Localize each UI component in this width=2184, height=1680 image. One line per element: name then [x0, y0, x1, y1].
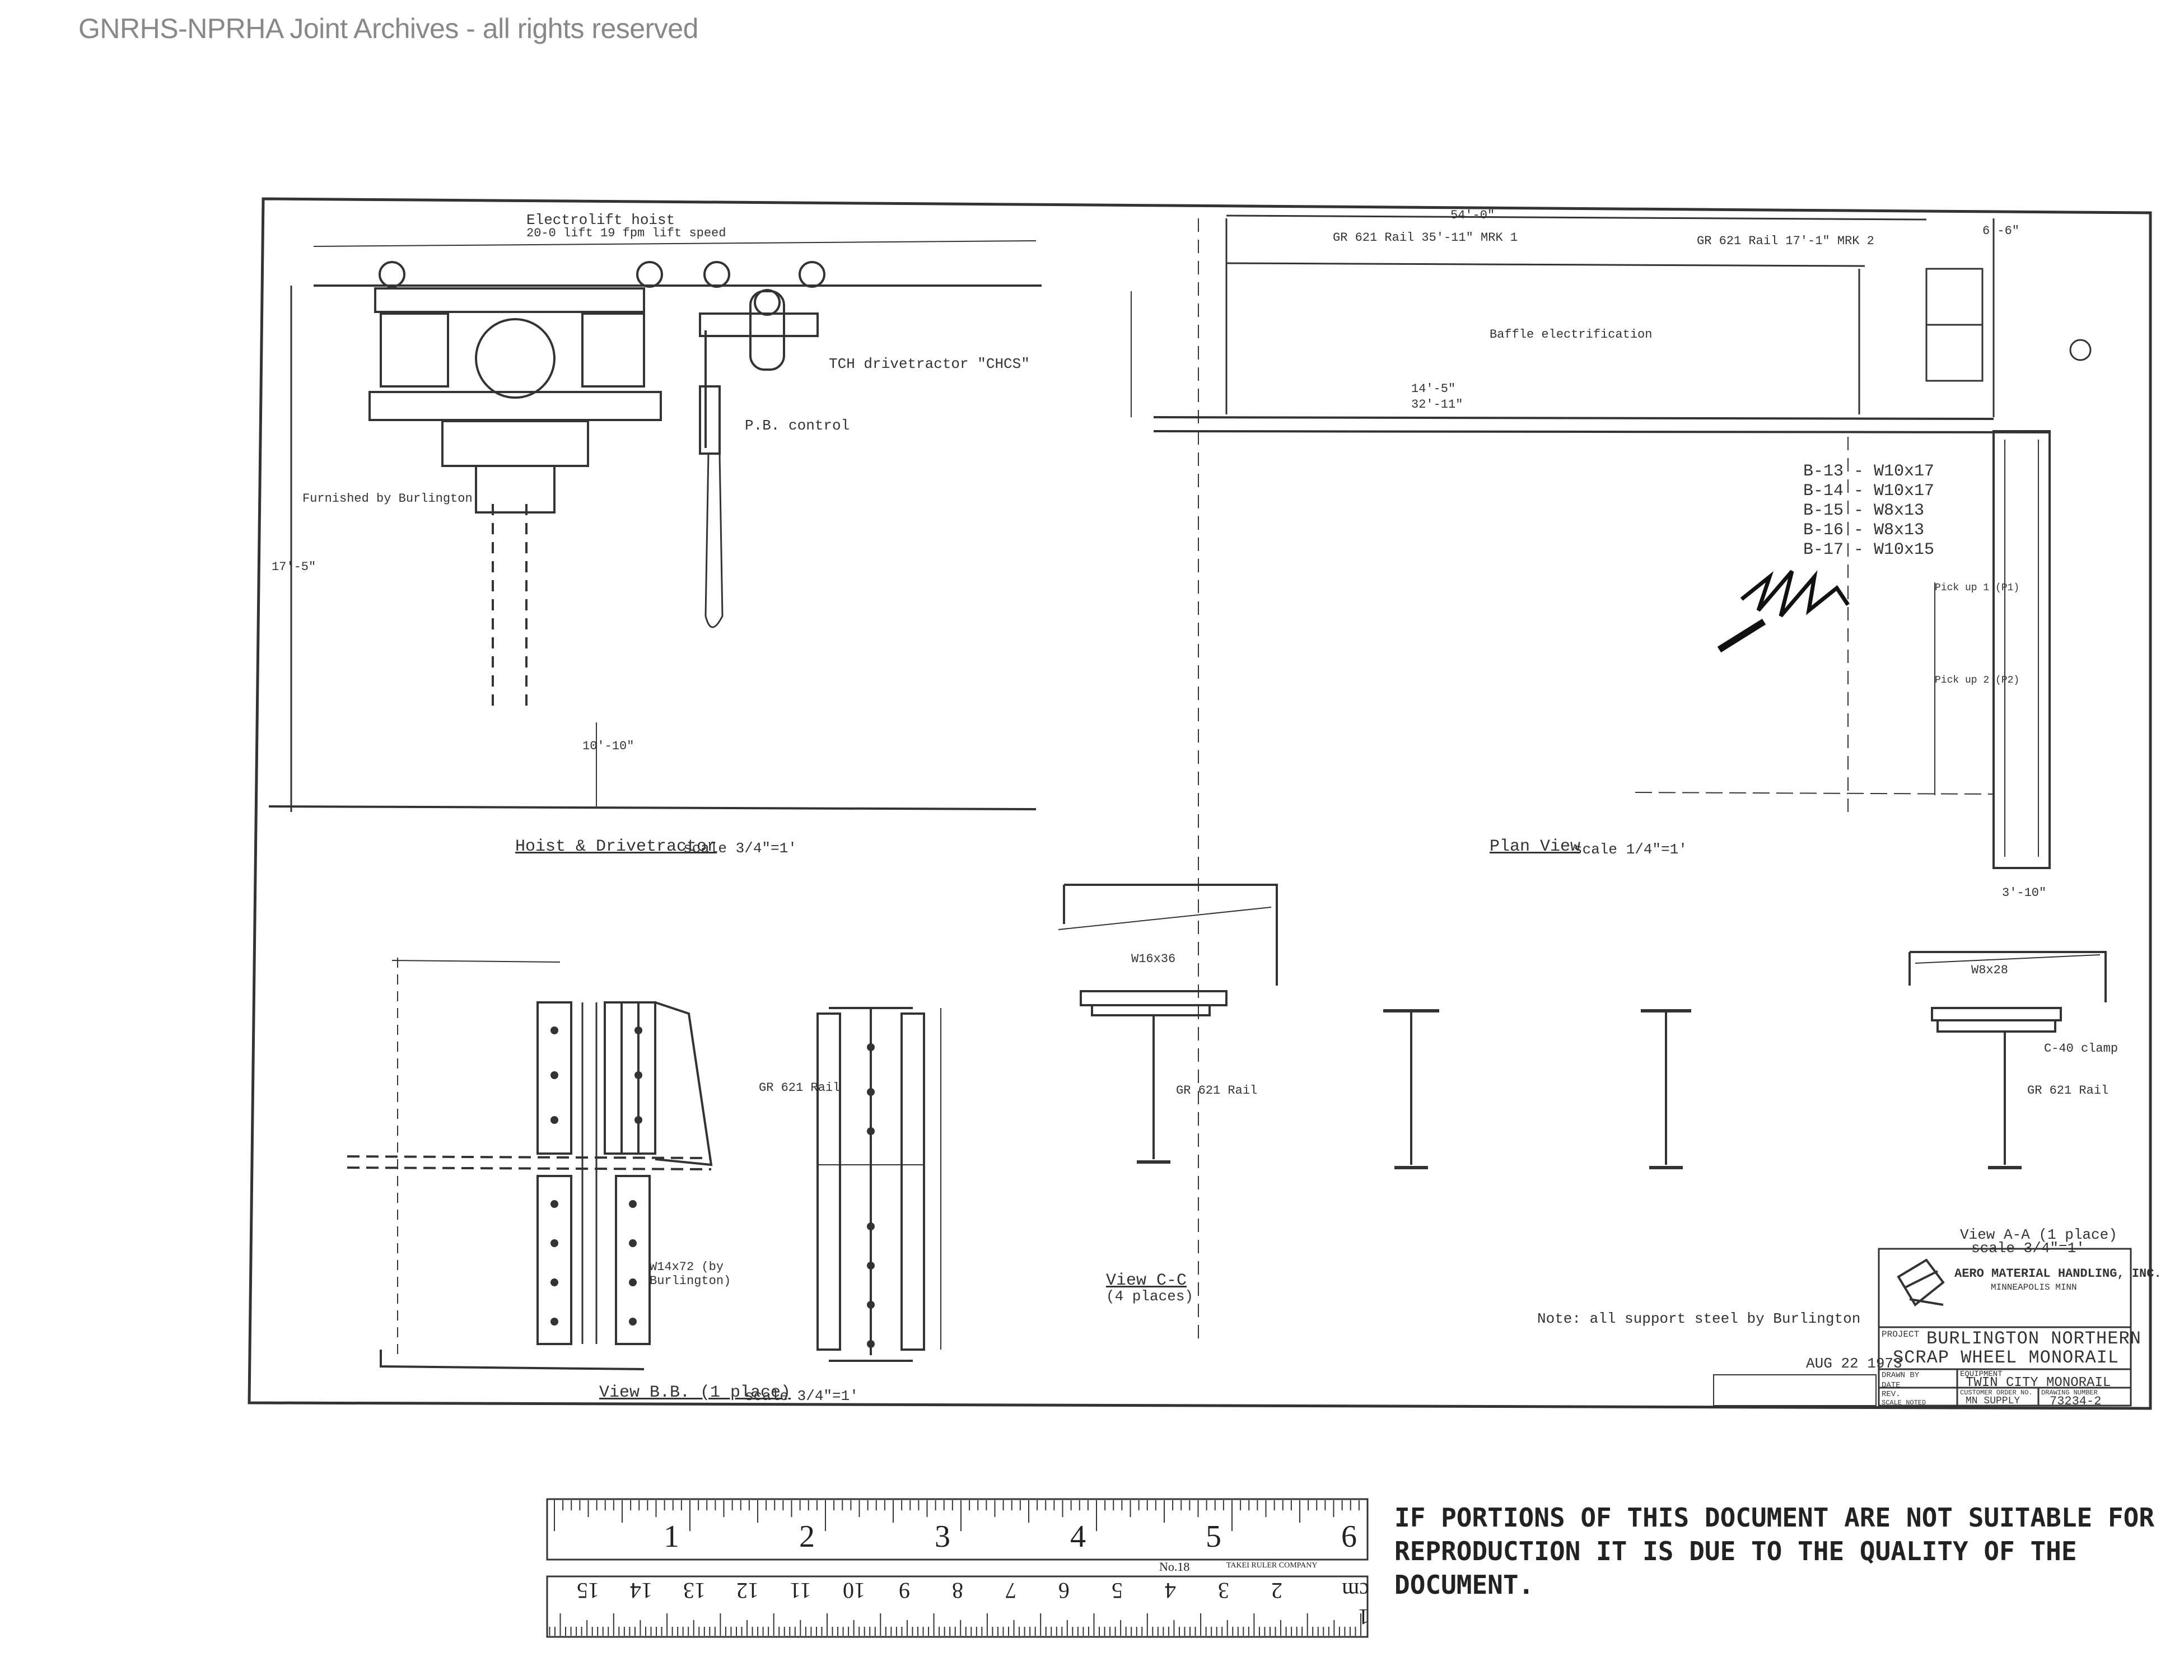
hoist-annotation: Electrolift hoist — [526, 212, 675, 228]
aa-beam-label: W8x28 — [1971, 963, 2009, 977]
title-block-project-1: BURLINGTON NORTHERN — [1926, 1328, 2141, 1349]
view-aa — [1908, 951, 2107, 1169]
beam-schedule-2: B-14 - W10x17 — [1803, 482, 1935, 501]
ruler-cm-6: 6 — [1058, 1578, 1070, 1603]
ruler-inch-4: 4 — [1070, 1519, 1086, 1554]
title-block-city: MINNEAPOLIS MINN — [1991, 1282, 2077, 1292]
beam-schedule-5: B-17 - W10x15 — [1803, 540, 1935, 559]
hoist-view-title: Hoist & Drivetractor — [515, 837, 717, 856]
view-cc — [1058, 884, 1278, 1164]
drawing-border — [248, 197, 2152, 1410]
plan-view-scale: scale 1/4"=1' — [1574, 841, 1687, 858]
pickup-1-label: Pick up 1 (P1) — [1935, 582, 2020, 594]
title-block-frame — [1713, 1248, 2132, 1407]
beam-schedule-4: B-16 - W8x13 — [1803, 521, 1925, 540]
rail-section-1 — [1383, 1009, 1439, 1169]
view-cc-title: View C-C — [1106, 1271, 1187, 1290]
dimension-height: 17'-5" — [272, 560, 316, 574]
title-block-equipment-label: EQUIPMENT — [1960, 1370, 2003, 1379]
bb-rail-label: GR 621 Rail — [759, 1081, 841, 1095]
view-bb-title: View B.B. (1 place) — [599, 1383, 791, 1402]
date-stamp: AUG 22 1973 — [1806, 1355, 1902, 1372]
drivetractor-annotation: TCH drivetractor "CHCS" — [829, 356, 1030, 372]
aero-logo — [1897, 1258, 1945, 1306]
ruler-cm-4: 4 — [1165, 1578, 1176, 1603]
ruler-cm-3: 3 — [1218, 1578, 1229, 1603]
archive-watermark: GNRHS-NPRHA Joint Archives - all rights … — [78, 13, 698, 44]
electrification-annotation: Baffle electrification — [1490, 328, 1653, 342]
title-block-project-2: SCRAP WHEEL MONORAIL — [1893, 1347, 2120, 1368]
title-block-project-label: PROJECT — [1882, 1329, 1920, 1340]
scribble-marks — [1717, 570, 1850, 653]
title-block-drawing-no: 73234-2 — [2050, 1394, 2102, 1408]
dimension-span: 14'-5" — [1411, 382, 1456, 396]
ruler-cm-1: 1 cm — [1342, 1578, 1369, 1630]
general-note: Note: all support steel by Burlington — [1537, 1310, 1861, 1327]
ruler-inch-1: 1 — [664, 1519, 679, 1554]
furnished-annotation: Furnished by Burlington — [302, 492, 473, 506]
hoist-view-scale: scale 3/4"=1' — [683, 840, 797, 857]
bolt-holes — [550, 1026, 875, 1348]
ruler-inch-5: 5 — [1206, 1519, 1221, 1554]
ruler-cm-9: 9 — [899, 1578, 910, 1603]
dimension-corner: 6'-6" — [1982, 224, 2020, 238]
pickup-2-label: Pick up 2 (P2) — [1935, 675, 2020, 686]
view-bb-side — [816, 1007, 941, 1362]
dimension-run: 32'-11" — [1411, 398, 1463, 412]
title-block-date-label: DATE — [1882, 1381, 1901, 1390]
cc-beam-label: W16x36 — [1131, 952, 1176, 966]
dimension-drop: 10'-10" — [582, 739, 634, 753]
ruler-cm-13: 13 — [683, 1578, 706, 1603]
bb-beam-label: W14x72 (by Burlington) — [650, 1260, 731, 1288]
ruler-inch-3: 3 — [935, 1519, 950, 1554]
ruler-cm-8: 8 — [952, 1578, 963, 1603]
title-block-order: MN SUPPLY — [1966, 1396, 2020, 1407]
pb-control-annotation: P.B. control — [745, 417, 850, 434]
ruler-cm-5: 5 — [1112, 1578, 1123, 1603]
title-block-order-label: CUSTOMER ORDER NO. — [1960, 1389, 2033, 1397]
beam-schedule-3: B-15 - W8x13 — [1803, 501, 1925, 520]
cc-rail-label: GR 621 Rail — [1176, 1084, 1258, 1098]
aa-rail-label: GR 621 Rail — [2027, 1084, 2109, 1098]
ruler-cm-10: 10 — [843, 1578, 865, 1603]
plan-view — [1131, 214, 2092, 1344]
ruler-inch-6: 6 — [1341, 1519, 1357, 1554]
dimension-overall: 54'-0" — [1450, 208, 1495, 222]
ruler-cm-labels: 1 cm 2 3 4 5 6 7 8 9 10 11 12 13 14 15 — [546, 1576, 1369, 1630]
ruler-cm-2: 2 — [1271, 1578, 1282, 1603]
measuring-rulers — [546, 1498, 1369, 1638]
title-block-rev-label: REV. — [1882, 1390, 1901, 1399]
ruler-cm-11: 11 — [790, 1578, 811, 1603]
view-aa-title: View A-A (1 place) — [1960, 1226, 2117, 1243]
title-block-scale-label: SCALE NOTED — [1882, 1399, 1926, 1407]
beam-schedule-1: B-13 - W10x17 — [1803, 462, 1935, 481]
rail-length-1: GR 621 Rail 35'-11" MRK 1 — [1333, 231, 1518, 245]
rail-section-2 — [1641, 1009, 1691, 1169]
plan-view-title: Plan View — [1490, 837, 1581, 856]
hoist-lift-annotation: 20-0 lift 19 fpm lift speed — [526, 226, 726, 240]
ruler-model: No.18 — [1159, 1560, 1190, 1574]
ruler-cm-15: 15 — [577, 1578, 599, 1603]
title-block-drawing-no-label: DRAWING NUMBER — [2041, 1389, 2098, 1397]
view-aa-scale: scale 3/4"=1' — [1971, 1240, 2085, 1257]
dimension-offset: 3'-10" — [2002, 886, 2047, 900]
clamp-label: C-40 clamp — [2044, 1042, 2118, 1056]
title-block-drawn-label: DRAWN BY — [1882, 1371, 1920, 1380]
ruler-cm-14: 14 — [630, 1578, 652, 1603]
ruler-cm-7: 7 — [1005, 1578, 1016, 1603]
view-cc-places: (4 places) — [1106, 1288, 1194, 1305]
rail-length-2: GR 621 Rail 17'-1" MRK 2 — [1697, 234, 1874, 248]
title-block-equipment: TWIN CITY MONORAIL — [1966, 1375, 2111, 1390]
view-bb-scale: scale 3/4"=1' — [745, 1388, 858, 1404]
ruler-inch-2: 2 — [799, 1519, 815, 1554]
title-block-company: AERO MATERIAL HANDLING, INC. — [1954, 1267, 2162, 1281]
hoist-drivetractor-view — [268, 240, 1042, 812]
reproduction-warning: If portions of this document are not sui… — [1394, 1502, 2155, 1600]
ruler-cm-12: 12 — [736, 1578, 759, 1603]
view-bb — [347, 958, 713, 1370]
ruler-maker: TAKEI RULER COMPANY — [1226, 1561, 1318, 1570]
